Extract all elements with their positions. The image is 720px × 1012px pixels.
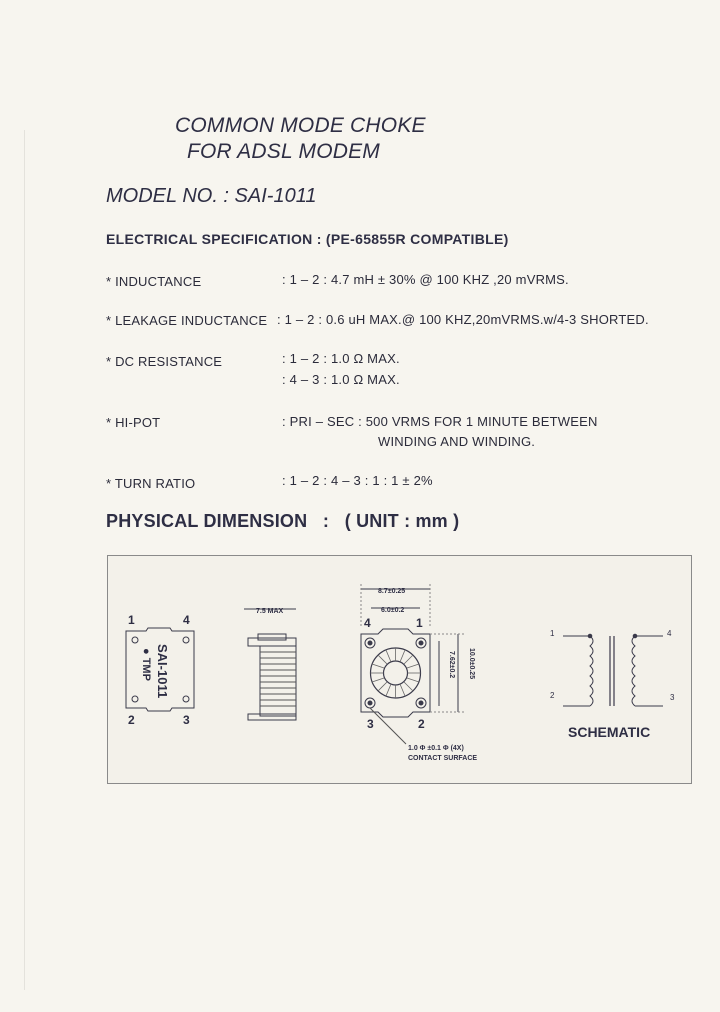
top-view-marking-model: SAI-1011 <box>155 644 170 698</box>
top-view-pin-hole-3 <box>182 695 190 703</box>
schematic-secondary-coil <box>631 635 636 707</box>
spec-label-hi-pot: * HI-POT <box>106 415 161 430</box>
spec-label-turn-ratio: * TURN RATIO <box>106 476 196 491</box>
top-view-pin-hole-4 <box>182 636 190 644</box>
schematic-pin-label-3: 3 <box>670 693 675 702</box>
top-view-pin-label-1: 1 <box>128 613 135 627</box>
side-view-top-cap <box>257 633 287 641</box>
spec-value-dc-resistance-2: : 4 – 3 : 1.0 Ω MAX. <box>282 372 400 387</box>
top-view-pin-label-2: 2 <box>128 713 135 727</box>
top-view-pin-label-4: 4 <box>183 613 190 627</box>
bottom-view-pad-4 <box>364 637 376 649</box>
bottom-view-pad-2 <box>415 697 427 709</box>
spec-value-hi-pot-1: : PRI – SEC : 500 VRMS FOR 1 MINUTE BETW… <box>282 414 598 429</box>
spec-label-dc-resistance: * DC RESISTANCE <box>106 354 223 369</box>
contact-surface-note-1: 1.0 Φ ±0.1 Φ (4X) <box>408 745 464 752</box>
bottom-view-pin-label-1: 1 <box>416 616 423 630</box>
dimension-drawing: 1 4 2 3 SAI-1011 ● TMP 7.5 MAX 8.7±0.25 … <box>125 584 675 762</box>
electrical-spec-heading: ELECTRICAL SPECIFICATION : (PE-65855R CO… <box>106 231 509 247</box>
spec-value-inductance: : 1 – 2 : 4.7 mH ± 30% @ 100 KHZ ,20 mVR… <box>282 272 569 287</box>
side-view-top-flange <box>247 637 297 647</box>
title-line-2: FOR ADSL MODEM <box>187 140 380 163</box>
page-margin-line <box>24 130 25 990</box>
model-number: MODEL NO. : SAI-1011 <box>106 185 317 207</box>
bottom-view-pin-label-4: 4 <box>364 616 371 630</box>
bottom-view-toroid-inner <box>382 660 409 686</box>
bottom-view-dim-width-inner: 6.0±0.2 <box>381 607 404 614</box>
bottom-view-pin-label-3: 3 <box>367 717 374 731</box>
side-view-body <box>259 645 297 717</box>
spec-value-leakage-inductance: : 1 – 2 : 0.6 uH MAX.@ 100 KHZ,20mVRMS.w… <box>277 312 649 327</box>
physical-dimension-heading: PHYSICAL DIMENSION : ( UNIT : mm ) <box>106 511 460 531</box>
schematic-primary-coil <box>589 635 594 707</box>
bottom-view-dim-height-inner-label: 7.62±0.2 <box>448 651 455 678</box>
side-view-bottom-flange <box>247 713 297 721</box>
schematic-pin-label-2: 2 <box>550 691 555 700</box>
top-view-pin-hole-1 <box>131 636 139 644</box>
spec-label-leakage-inductance: * LEAKAGE INDUCTANCE <box>106 313 268 328</box>
schematic-pin-label-4: 4 <box>667 629 672 638</box>
top-view-pin-label-3: 3 <box>183 713 190 727</box>
contact-surface-note-2: CONTACT SURFACE <box>408 755 477 762</box>
bottom-view-dim-height-outer-label: 10.0±0.25 <box>468 648 475 679</box>
spec-label-inductance: * INDUCTANCE <box>106 274 202 289</box>
spec-value-hi-pot-2: WINDING AND WINDING. <box>378 434 536 449</box>
top-view-marking-tmp: ● TMP <box>140 648 152 681</box>
title-line-1: COMMON MODE CHOKE <box>175 114 426 137</box>
side-view-winding-lines <box>260 651 296 707</box>
contact-surface-leader <box>369 707 407 745</box>
spec-value-turn-ratio: : 1 – 2 : 4 – 3 : 1 : 1 ± 2% <box>282 473 433 488</box>
bottom-view-toroid-winding <box>370 648 421 698</box>
bottom-view-pin-label-2: 2 <box>418 717 425 731</box>
bottom-view-pad-1 <box>415 637 427 649</box>
schematic-pin-label-1: 1 <box>550 629 555 638</box>
spec-value-dc-resistance-1: : 1 – 2 : 1.0 Ω MAX. <box>282 351 400 366</box>
top-view-pin-hole-2 <box>131 695 139 703</box>
top-view-outline <box>125 627 195 712</box>
side-view-dimension-label: 7.5 MAX <box>256 608 284 615</box>
schematic-label: SCHEMATIC <box>568 724 650 740</box>
dimension-drawing-frame: 1 4 2 3 SAI-1011 ● TMP 7.5 MAX 8.7±0.25 … <box>107 555 692 784</box>
bottom-view-dim-width-outer: 8.7±0.25 <box>378 588 405 595</box>
